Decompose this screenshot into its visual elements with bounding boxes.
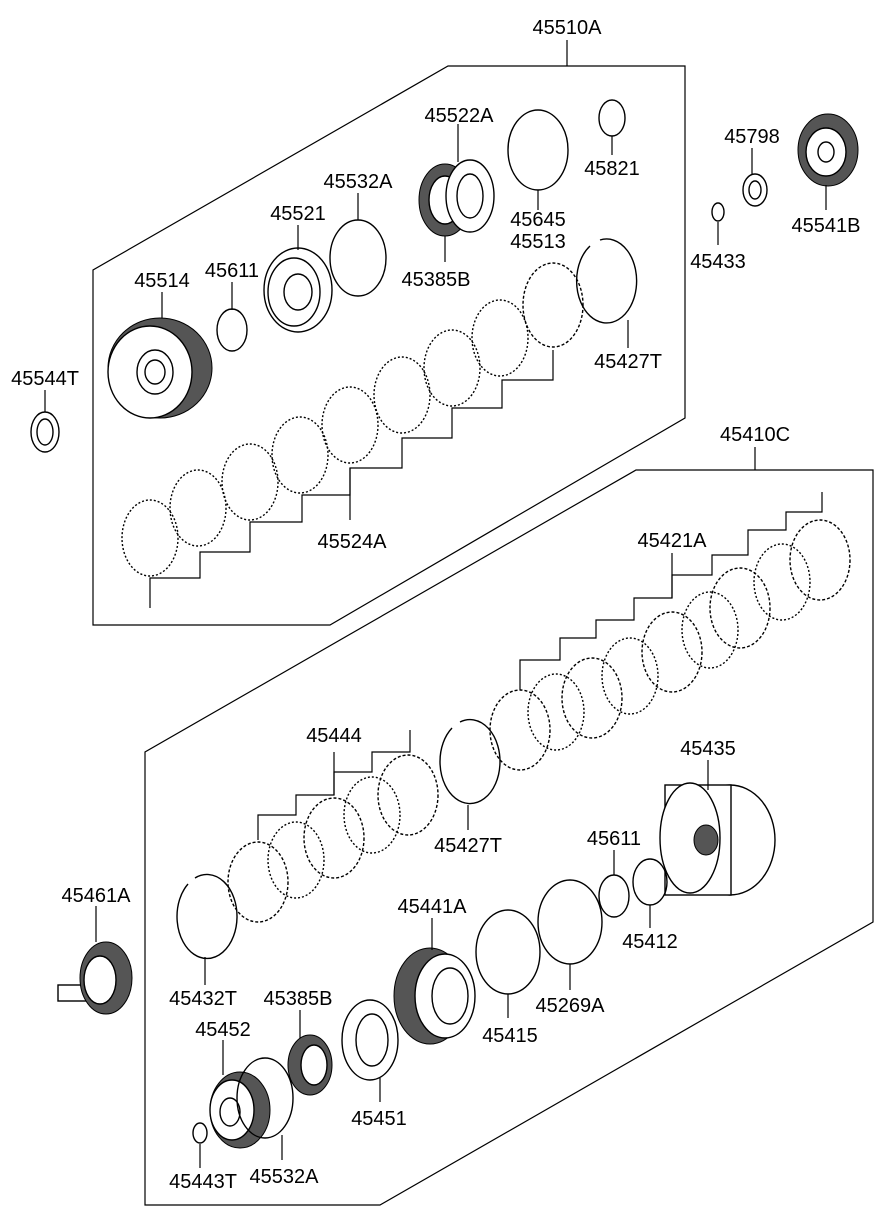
label-45532A-bottom: 45532A: [250, 1166, 320, 1188]
label-45452: 45452: [195, 1019, 251, 1041]
part-45461A[interactable]: [57, 941, 133, 1015]
leader-45524A: [149, 350, 554, 608]
part-45522A[interactable]: [445, 159, 495, 233]
label-45532A-top: 45532A: [324, 171, 394, 193]
part-45544T[interactable]: [30, 411, 60, 453]
label-45514: 45514: [134, 270, 190, 292]
label-group-45410C: 45410C: [720, 424, 790, 446]
clutch-pack-45421A[interactable]: [489, 519, 851, 771]
group-frame-bottom: [144, 469, 874, 1206]
part-45412[interactable]: [632, 858, 668, 906]
part-45443T[interactable]: [192, 1122, 208, 1144]
label-45798: 45798: [724, 126, 780, 148]
part-45452[interactable]: [209, 1071, 271, 1149]
label-45645: 45645: [510, 209, 566, 231]
part-45441A[interactable]: [393, 947, 476, 1045]
label-45435: 45435: [680, 738, 736, 760]
label-45441A: 45441A: [398, 896, 468, 918]
part-45435[interactable]: [659, 782, 776, 896]
part-45821[interactable]: [598, 99, 626, 137]
part-45269A[interactable]: [537, 879, 603, 965]
leader-45421A: [519, 492, 823, 690]
label-45513: 45513: [510, 231, 566, 253]
part-45513[interactable]: [522, 262, 584, 348]
label-45432T: 45432T: [169, 988, 237, 1010]
label-45385B-bottom: 45385B: [264, 988, 333, 1010]
label-45415: 45415: [482, 1025, 538, 1047]
label-45269A: 45269A: [536, 995, 606, 1017]
label-45521: 45521: [270, 203, 326, 225]
part-45798[interactable]: [742, 173, 768, 207]
label-45522A: 45522A: [425, 105, 495, 127]
label-45412: 45412: [622, 931, 678, 953]
label-45444: 45444: [306, 725, 362, 747]
label-45427T-top: 45427T: [594, 351, 662, 373]
label-45433: 45433: [690, 251, 746, 273]
part-45433[interactable]: [711, 202, 725, 222]
label-45421A: 45421A: [638, 530, 708, 552]
part-45645[interactable]: [507, 109, 569, 191]
label-45443T: 45443T: [169, 1171, 237, 1193]
label-45821: 45821: [584, 158, 640, 180]
part-45427T-bottom[interactable]: [439, 718, 501, 805]
part-45541B[interactable]: [797, 113, 859, 187]
label-45461A: 45461A: [62, 885, 132, 907]
group-frame-top: [92, 65, 686, 626]
part-45521[interactable]: [263, 247, 333, 333]
label-45524A: 45524A: [318, 531, 388, 553]
part-45514[interactable]: [107, 317, 213, 419]
clutch-pack-45524A[interactable]: [121, 299, 529, 577]
label-45427T-bottom: 45427T: [434, 835, 502, 857]
part-45611-bottom[interactable]: [598, 874, 630, 918]
label-45611-bottom: 45611: [587, 828, 641, 850]
label-45451: 45451: [351, 1108, 407, 1130]
part-45385B-bottom[interactable]: [287, 1034, 333, 1096]
clutch-pack-45444[interactable]: [227, 754, 439, 923]
part-45532A-top[interactable]: [329, 219, 387, 297]
label-45544T: 45544T: [11, 368, 79, 390]
label-45541B: 45541B: [792, 215, 861, 237]
part-45532A-bottom[interactable]: [236, 1057, 294, 1139]
part-45432T[interactable]: [176, 873, 238, 960]
label-45385B-top: 45385B: [402, 269, 471, 291]
part-45427T-top[interactable]: [575, 238, 638, 324]
label-45611-top: 45611: [205, 260, 259, 282]
part-45611-top[interactable]: [216, 308, 248, 352]
part-45415[interactable]: [475, 909, 541, 995]
part-45451[interactable]: [341, 999, 399, 1081]
label-group-45510A: 45510A: [533, 17, 603, 39]
